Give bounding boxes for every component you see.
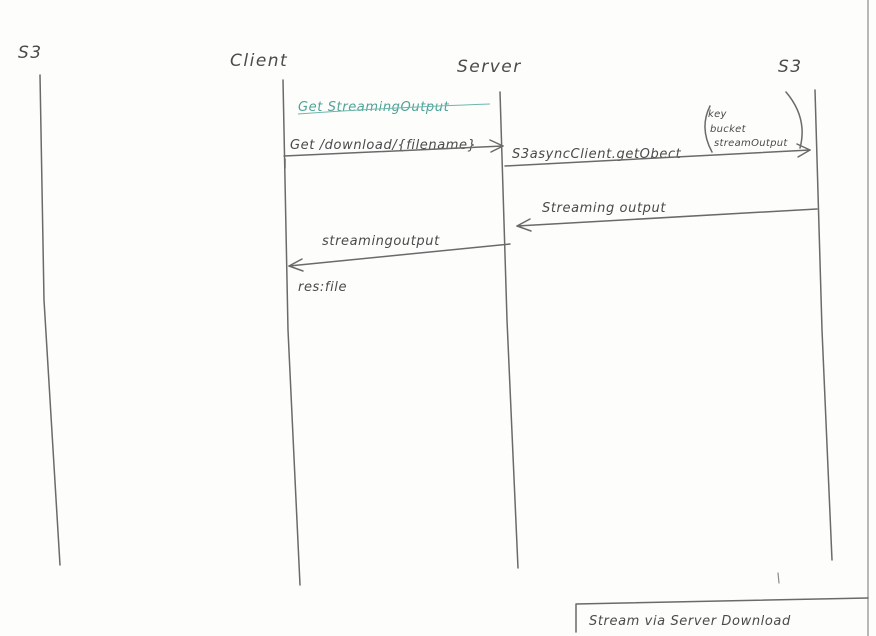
param-stream-output: streamOutput [714,138,788,149]
teal-underline [297,103,491,115]
diagram-caption: Stream via Server Download [589,614,791,629]
caption-box [575,597,869,633]
params-bracket-right [785,91,803,149]
res-file-label: res:file [298,280,347,295]
participant-server: Server [457,57,522,77]
param-key: key [708,109,728,120]
streaming-output-reply-label: Streaming output [542,201,666,216]
participant-s3-left: S3 [18,43,43,63]
stray-mark [777,572,780,584]
s3-async-call-label: S3asyncClient.getObect [512,147,682,162]
lifeline-server [499,91,519,569]
arrow-s3-to-server [516,208,818,227]
lifeline-s3-left [39,74,61,566]
arrow-server-to-client-head [288,258,304,272]
arrow-client-to-server-head [489,139,504,153]
arrow-server-to-s3 [504,149,811,167]
arrow-client-to-server [283,145,504,157]
params-bracket-left [704,105,713,153]
streaming-output-client-label: streamingoutput [322,234,440,249]
param-bucket: bucket [710,124,747,135]
participant-s3-right: S3 [778,57,803,77]
arrow-server-to-s3-head [796,143,811,158]
lifeline-s3-right [814,89,833,561]
arrow-server-to-client [288,243,511,267]
participant-client: Client [230,51,288,71]
arrow-s3-to-server-head [516,218,532,232]
